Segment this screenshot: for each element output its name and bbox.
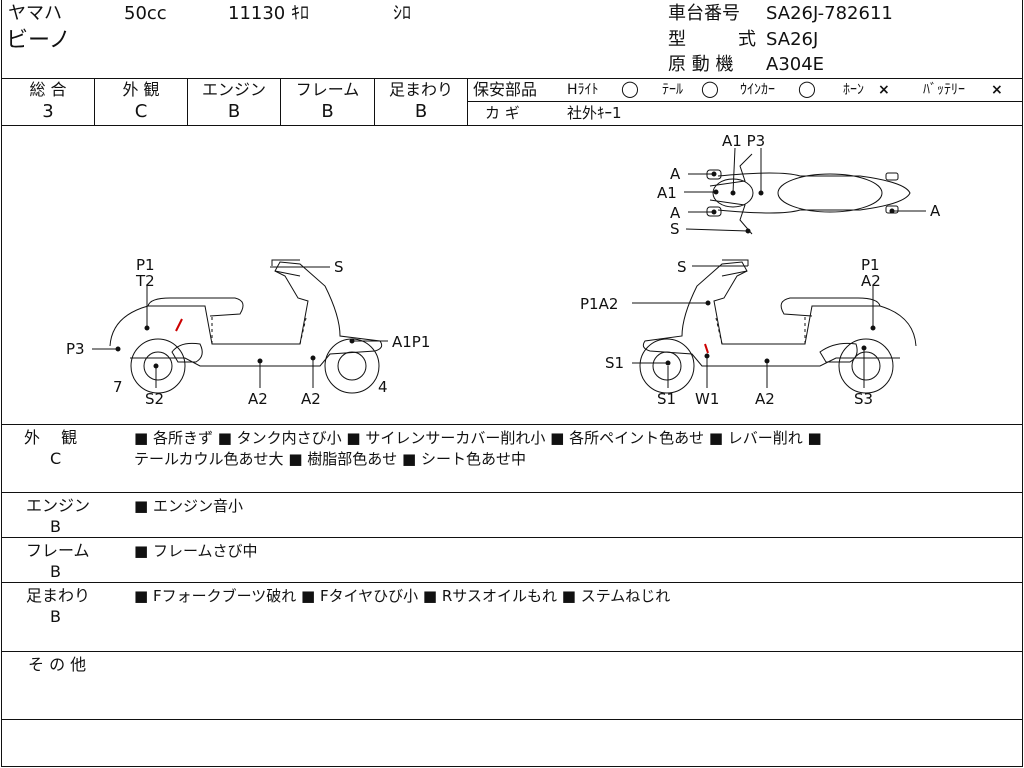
remark-engine-label: エンジン <box>26 496 91 515</box>
model-name: ビーノ <box>6 28 71 53</box>
label-left-a2: A2 <box>248 390 268 408</box>
label-top-s: S <box>670 220 680 238</box>
horn-status: × <box>878 82 890 98</box>
divider <box>1 537 1022 538</box>
remark-exterior-line2: テールカウル色あせ大 ■ 樹脂部色あせ ■ シート色あせ中 <box>134 450 526 468</box>
maker: ヤマハ <box>8 3 62 24</box>
remark-exterior-label: 外 観 <box>24 428 78 447</box>
remark-other-label: そ の 他 <box>28 655 87 674</box>
exterior-label: 外 観 <box>122 80 160 99</box>
label-left-t2: T2 <box>135 272 155 290</box>
label-right-w1: W1 <box>695 390 719 408</box>
divider <box>1 78 1022 79</box>
label-left-4: 4 <box>378 378 388 396</box>
headlight-status: ◯ <box>621 79 639 98</box>
label-left-p3: P3 <box>66 340 85 358</box>
label-top-a: A <box>670 165 681 183</box>
engine-model-label: 原 動 機 <box>668 54 734 75</box>
divider <box>1 125 1022 126</box>
suspension-grade: B <box>414 101 428 122</box>
winker-label: ｳｲﾝｶｰ <box>740 82 775 98</box>
winker-status: ◯ <box>798 79 816 98</box>
divider <box>1 719 1022 720</box>
remark-frame-text: ■ フレームさび中 <box>134 542 258 560</box>
label-left-7: 7 <box>113 378 123 396</box>
damage-mark <box>175 318 183 332</box>
engine-grade: B <box>227 101 241 122</box>
divider <box>1 582 1022 583</box>
label-right-a2: A2 <box>861 272 881 290</box>
remark-frame-label: フレーム <box>26 541 90 560</box>
overall-grade: 3 <box>42 101 54 122</box>
tail-status: ◯ <box>701 79 719 98</box>
remark-engine-grade: B <box>50 517 61 536</box>
type-value: SA26J <box>766 29 819 50</box>
label-left-p1: P1 <box>136 256 155 274</box>
displacement: 50cc <box>124 3 167 24</box>
label-top-a: A <box>670 204 681 222</box>
scooter-left-view <box>109 259 383 394</box>
label-right-s3: S3 <box>854 390 873 408</box>
label-right-p1: P1 <box>861 256 880 274</box>
battery-status: × <box>991 82 1003 98</box>
divider <box>187 78 188 125</box>
frame-grade: B <box>321 101 334 122</box>
divider <box>1 651 1022 652</box>
color: ｼﾛ <box>393 3 411 24</box>
engine-model: A304E <box>766 54 825 75</box>
divider <box>374 78 375 125</box>
tail-label: ﾃｰﾙ <box>662 82 683 98</box>
label-right-s1: S1 <box>657 390 676 408</box>
horn-label: ﾎｰﾝ <box>843 82 864 98</box>
type-label-2: 式 <box>738 29 756 50</box>
frame-number: SA26J-782611 <box>766 3 893 24</box>
remark-engine-text: ■ エンジン音小 <box>134 497 243 515</box>
divider <box>1 492 1022 493</box>
divider <box>467 101 1022 102</box>
mileage: 11130 ｷﾛ <box>228 3 309 24</box>
label-top-a: A <box>930 202 941 220</box>
remark-suspension-grade: B <box>50 607 61 626</box>
divider <box>94 78 95 125</box>
scooter-top-view <box>706 153 911 235</box>
suspension-label: 足まわり <box>388 80 453 99</box>
label-left-s2: S2 <box>145 390 164 408</box>
safety-label: 保安部品 <box>473 80 538 99</box>
key-value: 社外ｷｰ1 <box>567 104 622 122</box>
frame-label: フレーム <box>295 80 360 99</box>
divider <box>1 424 1022 425</box>
damage-diagram: A1 P3 A A1 A S A P1 T2 S P3 A1P1 7 4 S2 … <box>66 132 941 408</box>
scooter-right-view <box>639 259 917 394</box>
damage-mark <box>704 343 709 354</box>
remark-frame-grade: B <box>50 562 61 581</box>
overall-label: 総 合 <box>29 80 67 99</box>
label-right-p1a2: P1A2 <box>580 295 618 313</box>
label-right-a2: A2 <box>755 390 775 408</box>
label-left-a1p1: A1P1 <box>392 333 430 351</box>
remark-exterior-line1: ■ 各所きず ■ タンク内さび小 ■ サイレンサーカバー削れ小 ■ 各所ペイント… <box>134 429 822 447</box>
label-left-s: S <box>334 258 344 276</box>
label-left-a2: A2 <box>301 390 321 408</box>
frame-number-label: 車台番号 <box>668 3 740 24</box>
type-label-1: 型 <box>668 29 686 50</box>
exterior-grade: C <box>134 101 148 122</box>
engine-label: エンジン <box>201 80 266 99</box>
battery-label: ﾊﾞｯﾃﾘｰ <box>923 82 965 98</box>
label-top-a1p3: A1 P3 <box>722 132 765 150</box>
headlight-label: Hﾗｲﾄ <box>567 82 599 98</box>
label-right-s: S <box>677 258 687 276</box>
label-right-s1: S1 <box>605 354 624 372</box>
divider <box>280 78 281 125</box>
label-top-a1: A1 <box>657 184 677 202</box>
remark-exterior-grade: C <box>50 449 62 468</box>
remark-suspension-text: ■ Fフォークブーツ破れ ■ Fタイヤひび小 ■ Rサスオイルもれ ■ ステムね… <box>134 587 671 605</box>
key-label: カ ギ <box>485 104 520 122</box>
remark-suspension-label: 足まわり <box>26 586 91 605</box>
